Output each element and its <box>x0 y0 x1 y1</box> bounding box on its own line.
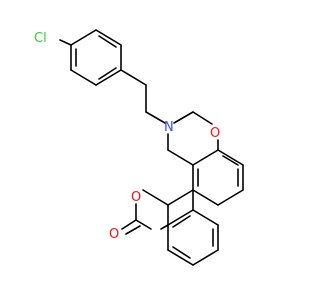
bonds <box>59 29 244 266</box>
bond <box>95 69 122 86</box>
bond <box>142 189 169 206</box>
bond <box>192 209 219 226</box>
bond <box>167 189 194 206</box>
bond <box>217 149 244 166</box>
bond <box>192 249 219 266</box>
bond <box>192 189 219 206</box>
bond <box>121 219 137 230</box>
atom-labels: Cl N O O O <box>34 31 220 242</box>
bond <box>167 149 194 166</box>
bond <box>59 39 72 46</box>
bond <box>217 189 244 206</box>
bond <box>125 225 141 235</box>
bond <box>172 215 191 228</box>
carbonyl-oxygen-atom: O <box>109 227 119 242</box>
bond <box>222 155 239 166</box>
bond <box>172 246 191 259</box>
bond <box>192 149 219 166</box>
bond <box>120 69 147 86</box>
bond <box>160 224 169 230</box>
bond <box>192 111 213 125</box>
bond <box>135 219 152 230</box>
bond <box>70 69 97 86</box>
chlorine-atom: Cl <box>34 31 47 46</box>
bond <box>70 29 97 46</box>
bond <box>98 67 117 80</box>
bond <box>95 29 122 46</box>
bond <box>167 249 194 266</box>
bond <box>167 209 194 226</box>
bond <box>173 111 194 124</box>
lactone-oxygen-atom: O <box>131 190 141 205</box>
bond <box>98 35 117 48</box>
molecule-structure: Cl N O O O <box>34 29 244 266</box>
nitrogen-atom: N <box>164 120 174 135</box>
ring-oxygen-atom: O <box>210 126 220 141</box>
bond <box>145 111 166 124</box>
